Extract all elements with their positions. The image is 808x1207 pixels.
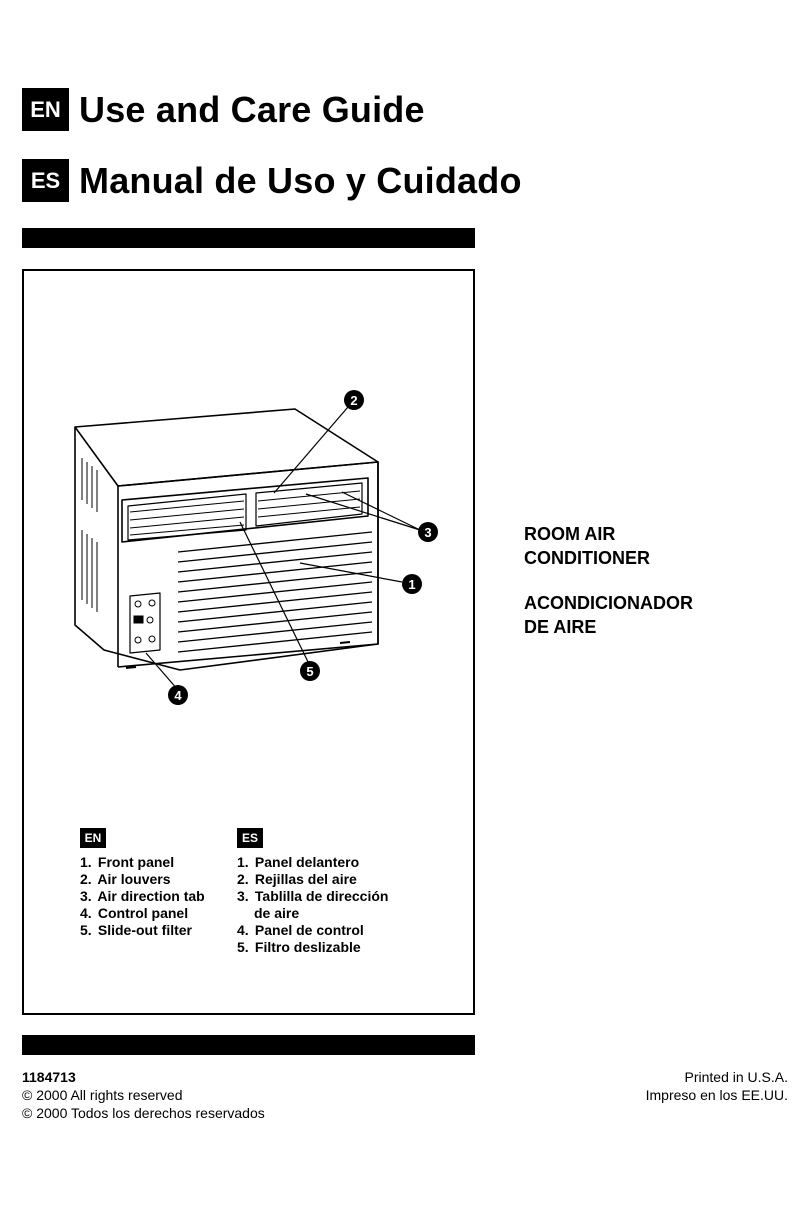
- footer-right: Printed in U.S.A. Impreso en los EE.UU.: [646, 1068, 788, 1104]
- title-es: ES Manual de Uso y Cuidado: [22, 159, 522, 202]
- top-divider-bar: [22, 228, 475, 248]
- callout-1: [402, 574, 422, 594]
- part-number: 1184713: [22, 1069, 76, 1085]
- callout-5-label: 5: [306, 664, 313, 679]
- footer-left: 1184713 © 2000 All rights reserved © 200…: [22, 1068, 265, 1122]
- callout-3-label: 3: [424, 525, 431, 540]
- parts-list-es: ES 1. Panel delantero 2. Rejillas del ai…: [237, 828, 388, 956]
- title-en: EN Use and Care Guide: [22, 88, 425, 131]
- bottom-divider-bar: [22, 1035, 475, 1055]
- callout-2: [344, 390, 364, 410]
- copyright-en: © 2000 All rights reserved: [22, 1087, 183, 1103]
- callout-4: [168, 685, 188, 705]
- language-badge-en-small: EN: [80, 828, 106, 848]
- copyright-es: © 2000 Todos los derechos reservados: [22, 1105, 265, 1121]
- language-badge-en: EN: [22, 88, 69, 131]
- callout-2-label: 2: [350, 393, 357, 408]
- printed-in-es: Impreso en los EE.UU.: [645, 1087, 788, 1103]
- product-name-es: ACONDICIONADOR DE AIRE: [524, 593, 693, 637]
- list-item: 3. Air direction tab: [80, 888, 205, 904]
- parts-list-en: EN 1. Front panel 2. Air louvers 3. Air …: [80, 828, 205, 939]
- list-item: 1. Front panel: [80, 854, 175, 870]
- language-badge-es: ES: [22, 159, 69, 202]
- list-item: 5. Filtro deslizable: [237, 939, 361, 955]
- printed-in-en: Printed in U.S.A.: [684, 1069, 789, 1085]
- callout-1-label: 1: [408, 577, 415, 592]
- product-name-en: ROOM AIR CONDITIONER: [524, 524, 650, 568]
- callout-5: [300, 661, 320, 681]
- title-text-en: Use and Care Guide: [79, 88, 425, 130]
- callout-3: [418, 522, 438, 542]
- list-item: 1. Panel delantero: [237, 854, 360, 870]
- illustration-frame: [22, 269, 475, 1015]
- list-item: 5. Slide-out filter: [80, 922, 193, 938]
- title-text-es: Manual de Uso y Cuidado: [79, 159, 522, 201]
- list-item: 2. Air louvers: [80, 871, 171, 887]
- list-item-continuation: de aire: [254, 905, 300, 921]
- callout-4-label: 4: [174, 688, 182, 703]
- language-badge-es-small: ES: [237, 828, 263, 848]
- list-item: 3. Tablilla de dirección: [237, 888, 389, 904]
- air-conditioner-illustration: 2 3 1 5 4: [74, 390, 438, 705]
- list-item: 2. Rejillas del aire: [237, 871, 357, 887]
- list-item: 4. Control panel: [80, 905, 189, 921]
- list-item: 4. Panel de control: [237, 922, 364, 938]
